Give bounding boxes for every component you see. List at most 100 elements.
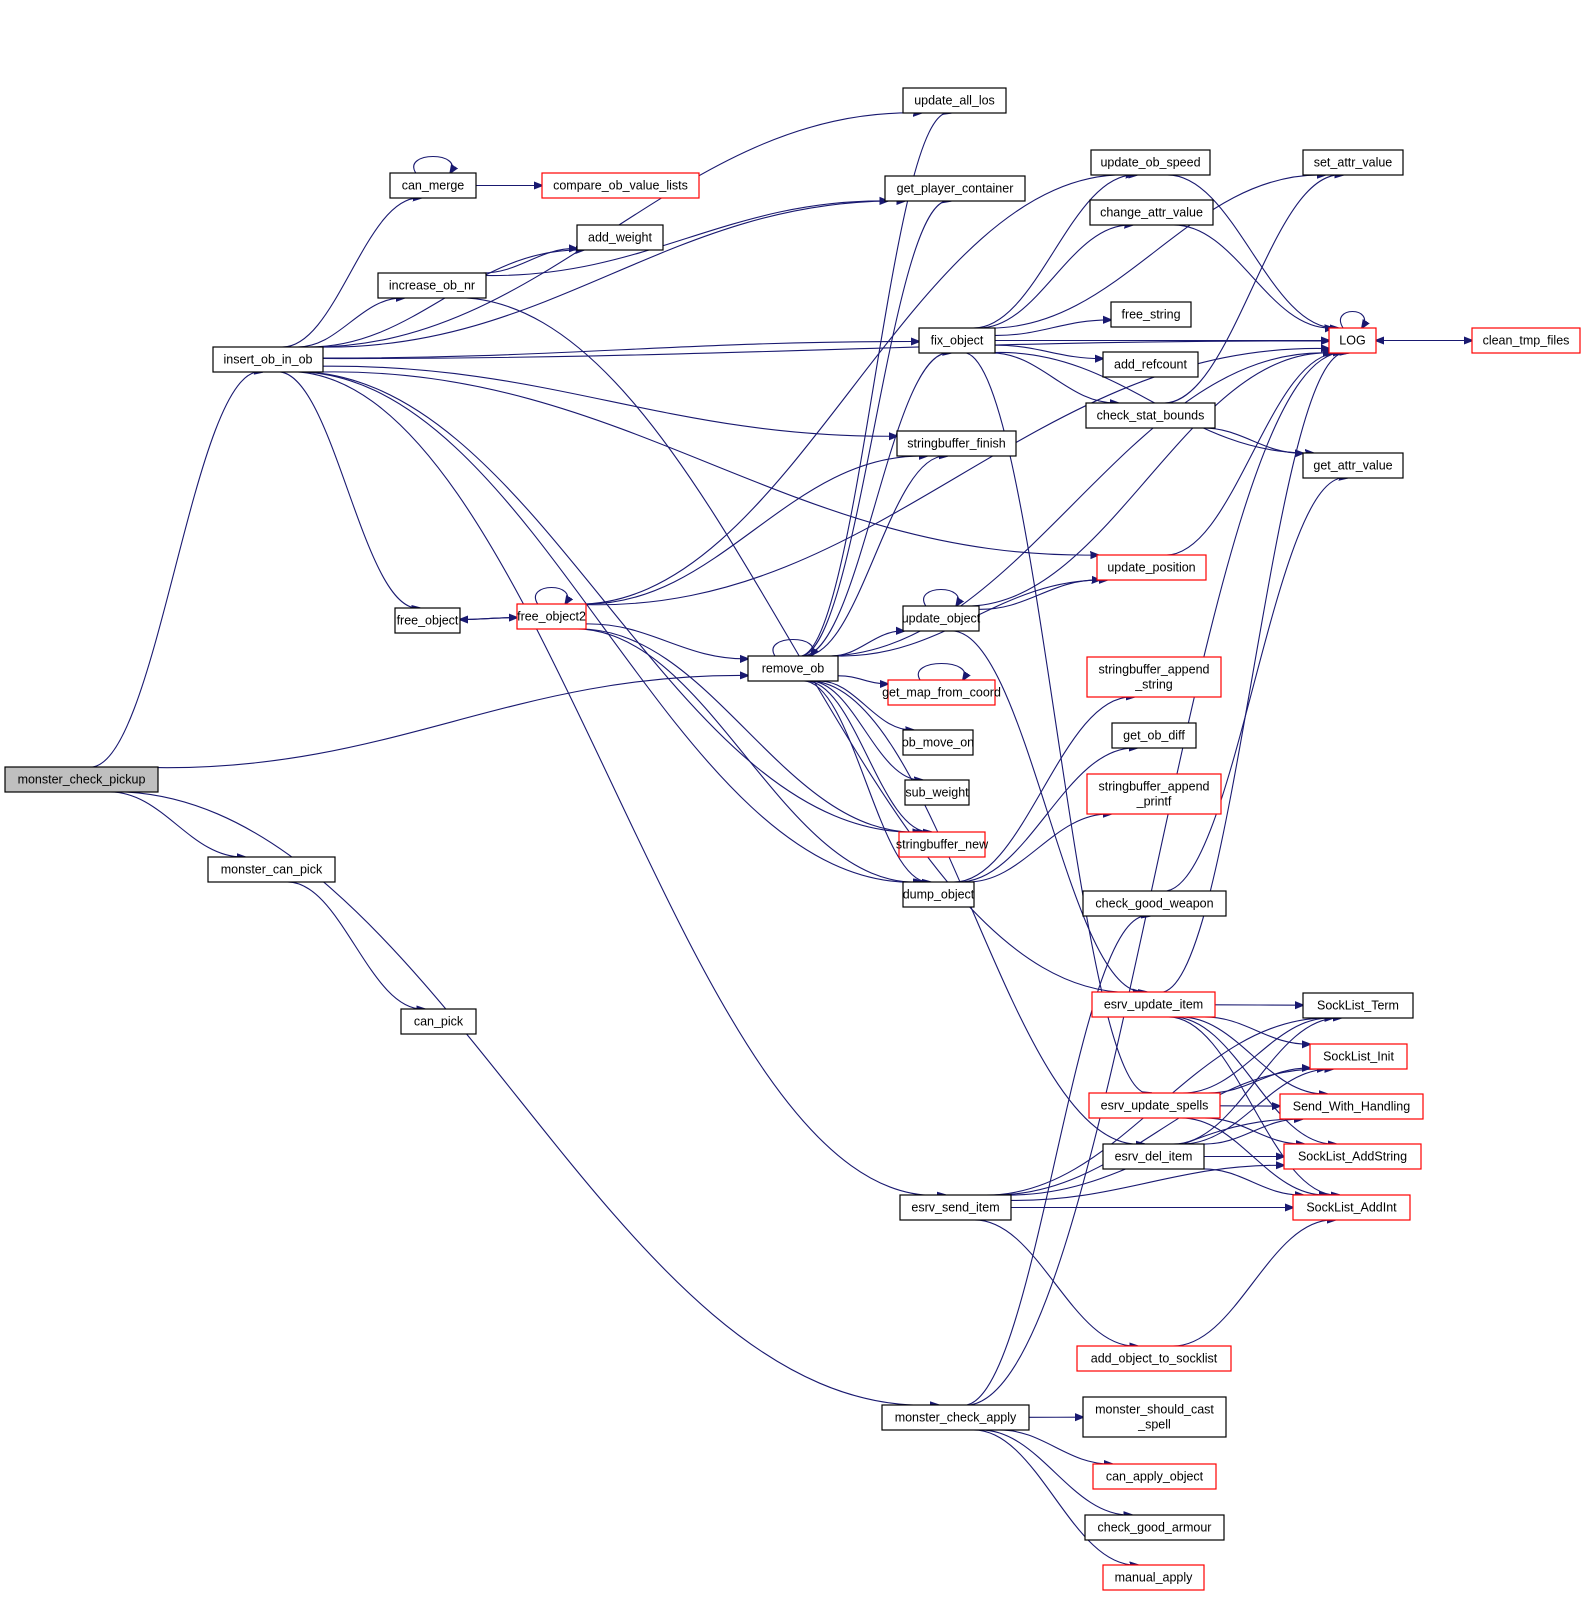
node-box[interactable] (516, 603, 587, 630)
node-monster_check_apply[interactable]: monster_check_apply (881, 1404, 1030, 1431)
node-box[interactable] (1082, 1396, 1227, 1438)
node-box[interactable] (576, 224, 664, 251)
node-box[interactable] (1302, 149, 1404, 176)
node-box[interactable] (212, 346, 324, 373)
node-can_merge[interactable]: can_merge (389, 172, 477, 199)
node-stringbuffer_finish[interactable]: stringbuffer_finish (896, 430, 1017, 457)
node-box[interactable] (207, 856, 336, 883)
node-box[interactable] (902, 729, 974, 756)
node-box[interactable] (1302, 992, 1414, 1019)
node-can_apply_object[interactable]: can_apply_object (1092, 1463, 1217, 1490)
node-fix_object[interactable]: fix_object (918, 327, 996, 354)
node-insert_ob_in_ob[interactable]: insert_ob_in_ob (212, 346, 324, 373)
node-esrv_update_item[interactable]: esrv_update_item (1091, 991, 1216, 1018)
node-esrv_send_item[interactable]: esrv_send_item (899, 1194, 1012, 1221)
node-check_good_weapon[interactable]: check_good_weapon (1082, 890, 1227, 917)
node-box[interactable] (1089, 199, 1214, 226)
node-box[interactable] (1328, 327, 1377, 354)
node-box[interactable] (394, 607, 461, 634)
node-add_weight[interactable]: add_weight (576, 224, 664, 251)
node-get_ob_diff[interactable]: get_ob_diff (1111, 722, 1197, 749)
node-box[interactable] (884, 175, 1026, 202)
node-box[interactable] (747, 655, 839, 682)
node-box[interactable] (1102, 1143, 1205, 1170)
node-update_position[interactable]: update_position (1096, 554, 1207, 581)
node-update_ob_speed[interactable]: update_ob_speed (1090, 149, 1211, 176)
node-SockList_AddInt[interactable]: SockList_AddInt (1292, 1194, 1411, 1221)
node-dump_object[interactable]: dump_object (902, 881, 975, 908)
node-box[interactable] (1471, 327, 1581, 354)
node-check_good_armour[interactable]: check_good_armour (1084, 1514, 1225, 1541)
node-stringbuffer_append_printf[interactable]: stringbuffer_append_printf (1086, 773, 1222, 815)
node-set_attr_value[interactable]: set_attr_value (1302, 149, 1404, 176)
node-box[interactable] (1084, 1514, 1225, 1541)
node-check_stat_bounds[interactable]: check_stat_bounds (1085, 402, 1216, 429)
node-box[interactable] (1076, 1345, 1232, 1372)
node-update_object[interactable]: update_object (902, 605, 981, 632)
node-get_attr_value[interactable]: get_attr_value (1302, 452, 1404, 479)
node-box[interactable] (1090, 149, 1211, 176)
node-box[interactable] (1096, 554, 1207, 581)
node-box[interactable] (887, 679, 996, 706)
node-box[interactable] (541, 172, 700, 199)
node-box[interactable] (1086, 656, 1222, 698)
node-get_player_container[interactable]: get_player_container (884, 175, 1026, 202)
node-box[interactable] (904, 779, 970, 806)
node-update_all_los[interactable]: update_all_los (902, 87, 1007, 114)
node-change_attr_value[interactable]: change_attr_value (1089, 199, 1214, 226)
node-box[interactable] (1309, 1043, 1408, 1070)
node-box[interactable] (1102, 351, 1199, 378)
node-box[interactable] (1302, 452, 1404, 479)
node-monster_should_cast_spell[interactable]: monster_should_cast_spell (1082, 1396, 1227, 1438)
node-Send_With_Handling[interactable]: Send_With_Handling (1279, 1093, 1424, 1120)
node-box[interactable] (1086, 773, 1222, 815)
node-SockList_AddString[interactable]: SockList_AddString (1283, 1143, 1422, 1170)
node-stringbuffer_append_string[interactable]: stringbuffer_append_string (1086, 656, 1222, 698)
node-box[interactable] (1110, 301, 1192, 328)
node-box[interactable] (1091, 991, 1216, 1018)
node-sub_weight[interactable]: sub_weight (904, 779, 970, 806)
node-box[interactable] (377, 272, 487, 299)
node-can_pick[interactable]: can_pick (400, 1008, 477, 1035)
node-box[interactable] (918, 327, 996, 354)
node-increase_ob_nr[interactable]: increase_ob_nr (377, 272, 487, 299)
node-manual_apply[interactable]: manual_apply (1102, 1564, 1205, 1591)
node-stringbuffer_new[interactable]: stringbuffer_new (896, 831, 989, 858)
node-add_refcount[interactable]: add_refcount (1102, 351, 1199, 378)
node-box[interactable] (1102, 1564, 1205, 1591)
node-box[interactable] (4, 766, 159, 793)
node-box[interactable] (881, 1404, 1030, 1431)
node-box[interactable] (899, 1194, 1012, 1221)
node-box[interactable] (1092, 1463, 1217, 1490)
node-box[interactable] (1085, 402, 1216, 429)
node-box[interactable] (902, 87, 1007, 114)
node-get_map_from_coord[interactable]: get_map_from_coord (882, 679, 1001, 706)
node-add_object_to_socklist[interactable]: add_object_to_socklist (1076, 1345, 1232, 1372)
node-free_string[interactable]: free_string (1110, 301, 1192, 328)
node-LOG[interactable]: LOG (1328, 327, 1377, 354)
node-box[interactable] (1292, 1194, 1411, 1221)
node-box[interactable] (1283, 1143, 1422, 1170)
node-monster_check_pickup[interactable]: monster_check_pickup (4, 766, 159, 793)
node-free_object[interactable]: free_object (394, 607, 461, 634)
node-clean_tmp_files[interactable]: clean_tmp_files (1471, 327, 1581, 354)
node-esrv_del_item[interactable]: esrv_del_item (1102, 1143, 1205, 1170)
node-remove_ob[interactable]: remove_ob (747, 655, 839, 682)
node-compare_ob_value_lists[interactable]: compare_ob_value_lists (541, 172, 700, 199)
node-monster_can_pick[interactable]: monster_can_pick (207, 856, 336, 883)
node-box[interactable] (896, 430, 1017, 457)
node-box[interactable] (1088, 1092, 1221, 1119)
node-box[interactable] (1082, 890, 1227, 917)
node-box[interactable] (1111, 722, 1197, 749)
node-SockList_Term[interactable]: SockList_Term (1302, 992, 1414, 1019)
node-box[interactable] (1279, 1093, 1424, 1120)
node-free_object2[interactable]: free_object2 (516, 603, 587, 630)
node-box[interactable] (902, 605, 980, 632)
node-box[interactable] (902, 881, 975, 908)
node-ob_move_on[interactable]: ob_move_on (902, 729, 974, 756)
node-SockList_Init[interactable]: SockList_Init (1309, 1043, 1408, 1070)
node-esrv_update_spells[interactable]: esrv_update_spells (1088, 1092, 1221, 1119)
node-box[interactable] (389, 172, 477, 199)
node-box[interactable] (400, 1008, 477, 1035)
node-box[interactable] (898, 831, 986, 858)
